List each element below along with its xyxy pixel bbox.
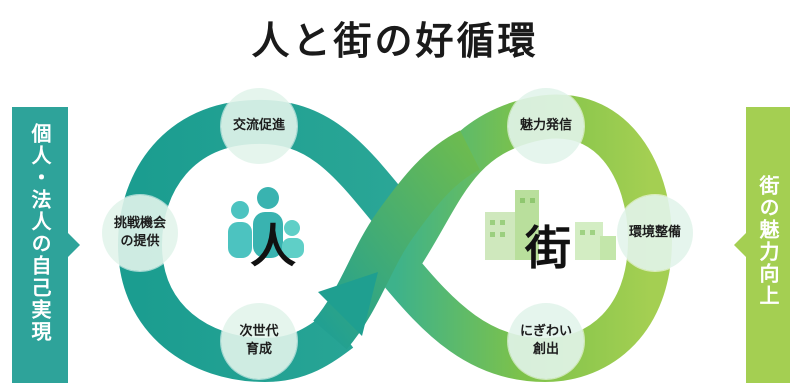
node-nigiwai-line1: にぎわい <box>519 324 572 339</box>
node-jisedai: 次世代 育成 <box>221 303 297 379</box>
page-title: 人と街の好循環 <box>251 19 539 63</box>
left-panel-text: 個人・法人の自己実現 <box>28 123 52 343</box>
node-jisedai-line1: 次世代 <box>239 324 279 339</box>
node-jisedai-line2: 育成 <box>245 342 272 357</box>
left-panel: 個人・法人の自己実現 <box>12 107 68 383</box>
node-miryoku-line1: 魅力発信 <box>519 118 572 133</box>
right-panel-text: 街の魅力向上 <box>756 175 780 307</box>
people-icon <box>228 187 304 258</box>
buildings-icon <box>485 190 616 260</box>
right-panel: 街の魅力向上 <box>746 107 790 383</box>
node-miryoku: 魅力発信 <box>508 88 584 164</box>
node-chosen-line1: 挑戦機会 <box>113 216 166 231</box>
people-label: 人 <box>250 219 296 273</box>
town-label: 街 <box>525 221 571 275</box>
node-kouryu-line1: 交流促進 <box>232 118 285 133</box>
node-kouryu: 交流促進 <box>221 88 297 164</box>
node-nigiwai: にぎわい 創出 <box>508 303 584 379</box>
left-panel-arrow <box>68 233 80 257</box>
node-chosen: 挑戦機会 の提供 <box>102 195 178 271</box>
loop-arrowhead <box>318 272 378 336</box>
node-kankyo: 環境整備 <box>617 195 693 271</box>
node-nigiwai-line2: 創出 <box>532 342 559 357</box>
right-panel-arrow <box>734 233 746 257</box>
node-kankyo-line1: 環境整備 <box>628 225 681 240</box>
node-chosen-line2: の提供 <box>120 234 160 249</box>
